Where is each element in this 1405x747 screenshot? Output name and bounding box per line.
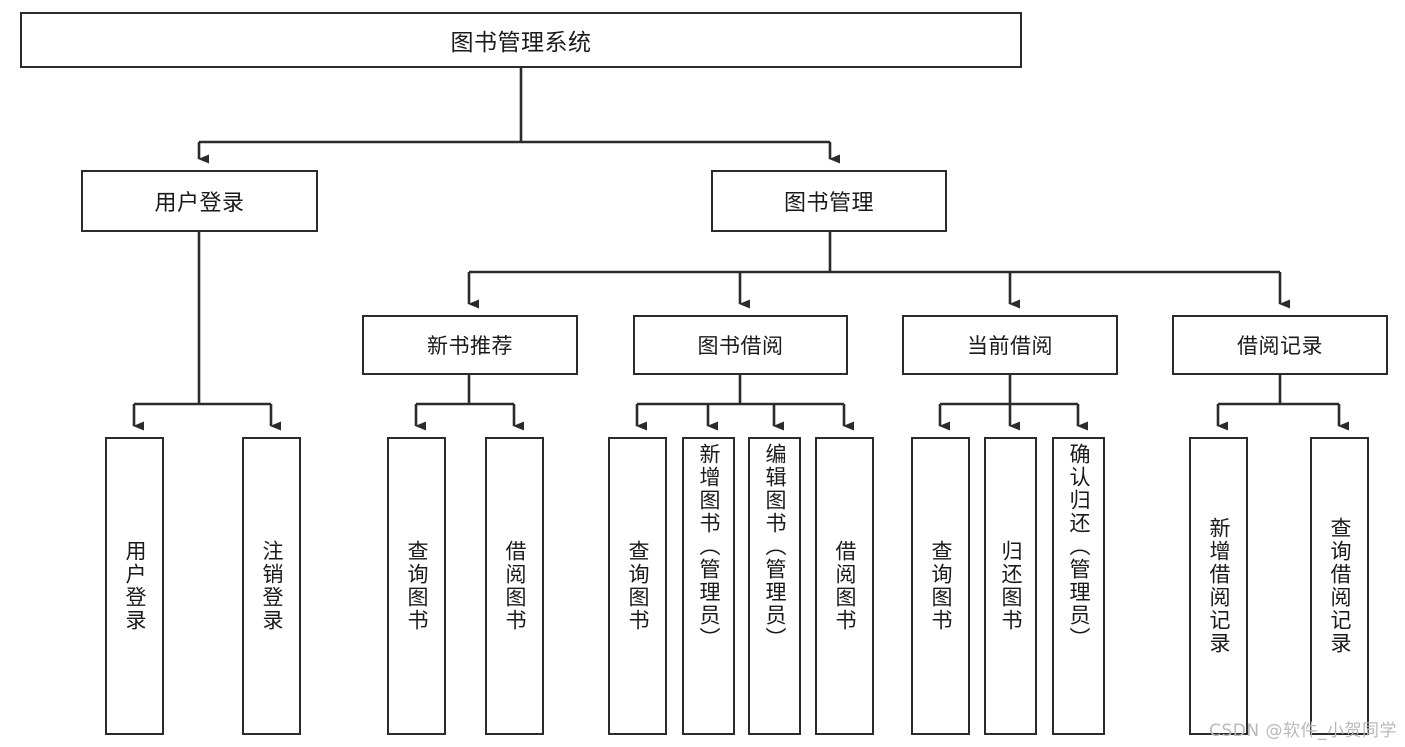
connectors-group: [132, 68, 1349, 431]
leaf-logout-login-label: 注销登录: [260, 540, 284, 632]
leaf-logout-login[interactable]: 注销登录: [242, 437, 301, 735]
node-new-book-recommend-label: 新书推荐: [427, 334, 513, 358]
leaf-query-book-current[interactable]: 查询图书: [911, 437, 970, 735]
node-book-management-system[interactable]: 图书管理系统: [20, 12, 1022, 68]
node-book-borrow[interactable]: 图书借阅: [633, 315, 848, 375]
leaf-borrow-book-new-recommend-label: 借阅图书: [503, 540, 527, 632]
leaf-add-book-admin[interactable]: 新增图书（管理员）: [682, 437, 735, 735]
leaf-borrow-book-new-recommend[interactable]: 借阅图书: [485, 437, 544, 735]
leaf-query-book-new-recommend[interactable]: 查询图书: [387, 437, 446, 735]
leaf-return-book-label: 归还图书: [999, 540, 1023, 632]
leaf-edit-book-admin[interactable]: 编辑图书（管理员）: [748, 437, 801, 735]
leaf-query-book-new-recommend-label: 查询图书: [405, 540, 429, 632]
node-user-login[interactable]: 用户登录: [81, 170, 318, 232]
leaf-confirm-return-admin-label: 确认归还（管理员）: [1067, 443, 1091, 650]
leaf-add-borrow-record-label: 新增借阅记录: [1207, 517, 1231, 655]
node-book-management[interactable]: 图书管理: [711, 170, 947, 232]
node-root-label: 图书管理系统: [450, 30, 592, 56]
leaf-borrow-book[interactable]: 借阅图书: [815, 437, 874, 735]
leaf-edit-book-admin-label: 编辑图书（管理员）: [763, 443, 787, 650]
node-current-borrow-label: 当前借阅: [967, 334, 1053, 358]
node-borrow-record[interactable]: 借阅记录: [1172, 315, 1388, 375]
node-current-borrow[interactable]: 当前借阅: [902, 315, 1118, 375]
leaf-return-book[interactable]: 归还图书: [984, 437, 1037, 735]
leaf-query-book-borrow-label: 查询图书: [626, 540, 650, 632]
node-user-login-label: 用户登录: [154, 191, 245, 216]
leaf-add-book-admin-label: 新增图书（管理员）: [697, 443, 721, 650]
leaf-add-borrow-record[interactable]: 新增借阅记录: [1189, 437, 1248, 735]
node-book-management-label: 图书管理: [783, 191, 874, 216]
node-book-borrow-label: 图书借阅: [697, 334, 784, 358]
node-borrow-record-label: 借阅记录: [1237, 334, 1323, 358]
leaf-query-book-current-label: 查询图书: [929, 540, 953, 632]
leaf-confirm-return-admin[interactable]: 确认归还（管理员）: [1052, 437, 1105, 735]
leaf-query-borrow-record-label: 查询借阅记录: [1328, 517, 1352, 655]
leaf-borrow-book-label: 借阅图书: [833, 540, 857, 632]
leaf-query-book-borrow[interactable]: 查询图书: [608, 437, 667, 735]
leaf-user-login[interactable]: 用户登录: [105, 437, 164, 735]
leaf-query-borrow-record[interactable]: 查询借阅记录: [1310, 437, 1369, 735]
node-new-book-recommend[interactable]: 新书推荐: [362, 315, 578, 375]
leaf-user-login-label: 用户登录: [123, 540, 147, 632]
